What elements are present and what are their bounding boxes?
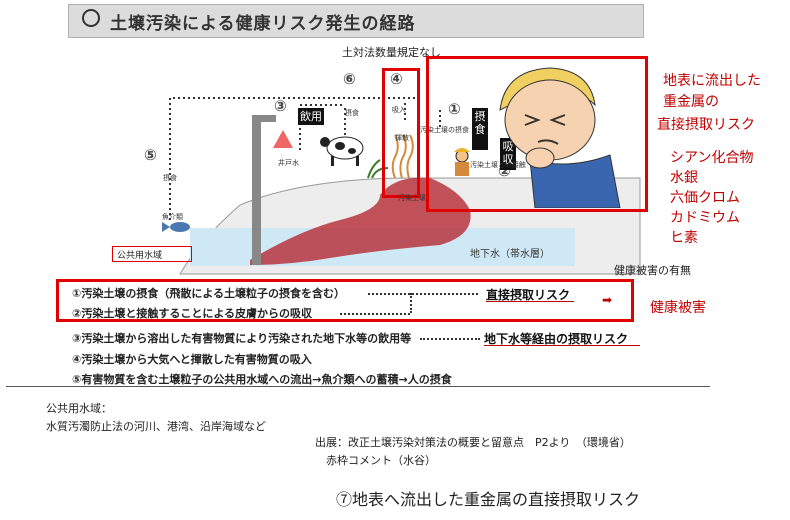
- metal-item: カドミウム: [670, 210, 740, 226]
- metal-item: 六価クロム: [670, 190, 740, 206]
- arrow-right-icon: ➡: [602, 293, 613, 307]
- boy-illustration: [499, 67, 621, 208]
- connector-3: [420, 338, 480, 340]
- metal-list: シアン化合物 水銀 六価クロム カドミウム ヒ素: [670, 148, 753, 248]
- fish-icon: [162, 222, 190, 232]
- connector-1: [368, 293, 478, 295]
- route-number-5: ⑤: [144, 146, 157, 164]
- soil-label: 汚染土壌: [398, 194, 426, 202]
- cow-icon: [320, 136, 364, 166]
- well-water-icon: [273, 130, 293, 148]
- route-4-highlight: [382, 68, 420, 198]
- worker-icon: [454, 148, 470, 176]
- well-pipe-top: [252, 115, 276, 122]
- list-item-1: ①汚染土壌の摂食（飛散による土壌粒子の摂食を含む）: [72, 287, 345, 300]
- route-number-4: ④: [390, 70, 403, 88]
- footnote-red-comment: 赤枠コメント（水谷）: [326, 454, 436, 467]
- metal-item: シアン化合物: [670, 150, 754, 166]
- well-pipe: [252, 115, 261, 265]
- callout-title-line3: 直接摂取リスク: [657, 117, 755, 133]
- route-diagram: [162, 97, 641, 275]
- page-title: 土壌汚染による健康リスク発生の経路: [110, 14, 416, 34]
- callout-title-line1: 地表に流出した: [663, 73, 761, 89]
- groundwater-label: 地下水（帯水層）: [470, 249, 550, 260]
- top-note: 土対法数量規定なし: [342, 46, 441, 59]
- route-number-1: ①: [448, 100, 461, 118]
- route-paths: [169, 97, 441, 220]
- list-item-2: ②汚染土壌と接触することによる皮膚からの吸収: [72, 307, 312, 320]
- footnote-public-water-label: 公共用水域：: [46, 402, 112, 415]
- fish-label: 魚介類: [162, 213, 183, 221]
- boy-callout-box: [426, 56, 648, 212]
- list-item-4: ④汚染土壌から大気へと揮散した有害物質の吸入: [72, 353, 312, 366]
- contact-label: 汚染土壌との接触: [470, 161, 526, 169]
- risk-groundwater-label: 地下水等経由の摂取リスク: [484, 332, 629, 346]
- drink-badge: 飲用: [298, 108, 324, 125]
- well-water-label: 井戸水: [278, 159, 299, 167]
- risk-direct-label: 直接摂取リスク: [486, 288, 571, 302]
- list-item-5: ⑤有害物質を含む土壌粒子の公共用水域への流出→魚介類への蓄積→人の摂食: [72, 373, 452, 386]
- health-header: 健康被害の有無: [614, 264, 691, 277]
- route-number-6: ⑥: [343, 70, 356, 88]
- footnote-source: 出展：改正土壌汚染対策法の概要と留意点 P2より （環境省）: [315, 436, 631, 449]
- public-water-label: 公共用水域: [112, 246, 192, 262]
- inhale-badge: 摂食: [472, 108, 488, 150]
- crop-label: 摂食: [345, 109, 359, 117]
- separator-line: [6, 386, 710, 387]
- risk-direct-underline: [486, 301, 574, 302]
- header-circle-icon: [82, 9, 100, 27]
- metal-item: 水銀: [670, 170, 698, 186]
- dust-label: 汚染土壌の摂食: [420, 126, 469, 134]
- absorb-badge: 吸収: [500, 138, 516, 170]
- connector-2: [340, 313, 410, 315]
- metal-item: ヒ素: [670, 230, 698, 246]
- contamination-plume: [250, 177, 471, 265]
- footnote-public-water-desc: 水質汚濁防止法の河川、港湾、沿岸海域など: [46, 420, 266, 433]
- connector-vertical: [410, 293, 412, 313]
- callout-title-line2: 重金属の: [663, 94, 719, 110]
- vapor-icon: [391, 134, 414, 179]
- inhale-air-label: 吸入: [392, 106, 406, 114]
- risk-groundwater-underline: [484, 345, 640, 346]
- list-item-3: ③汚染土壌から溶出した有害物質により汚染された地下水等の飲用等: [72, 332, 412, 345]
- direct-risk-highlight: [56, 279, 634, 322]
- plant-icon: [367, 159, 389, 179]
- route-number-3: ③: [274, 97, 287, 115]
- health-damage-label: 健康被害: [650, 300, 706, 316]
- header-bar: [68, 4, 644, 38]
- evap-label: 揮散: [395, 134, 409, 142]
- bottom-caption: ⑦地表へ流出した重金属の直接摂取リスク: [336, 490, 641, 509]
- eat-label-5: 摂食: [163, 174, 177, 182]
